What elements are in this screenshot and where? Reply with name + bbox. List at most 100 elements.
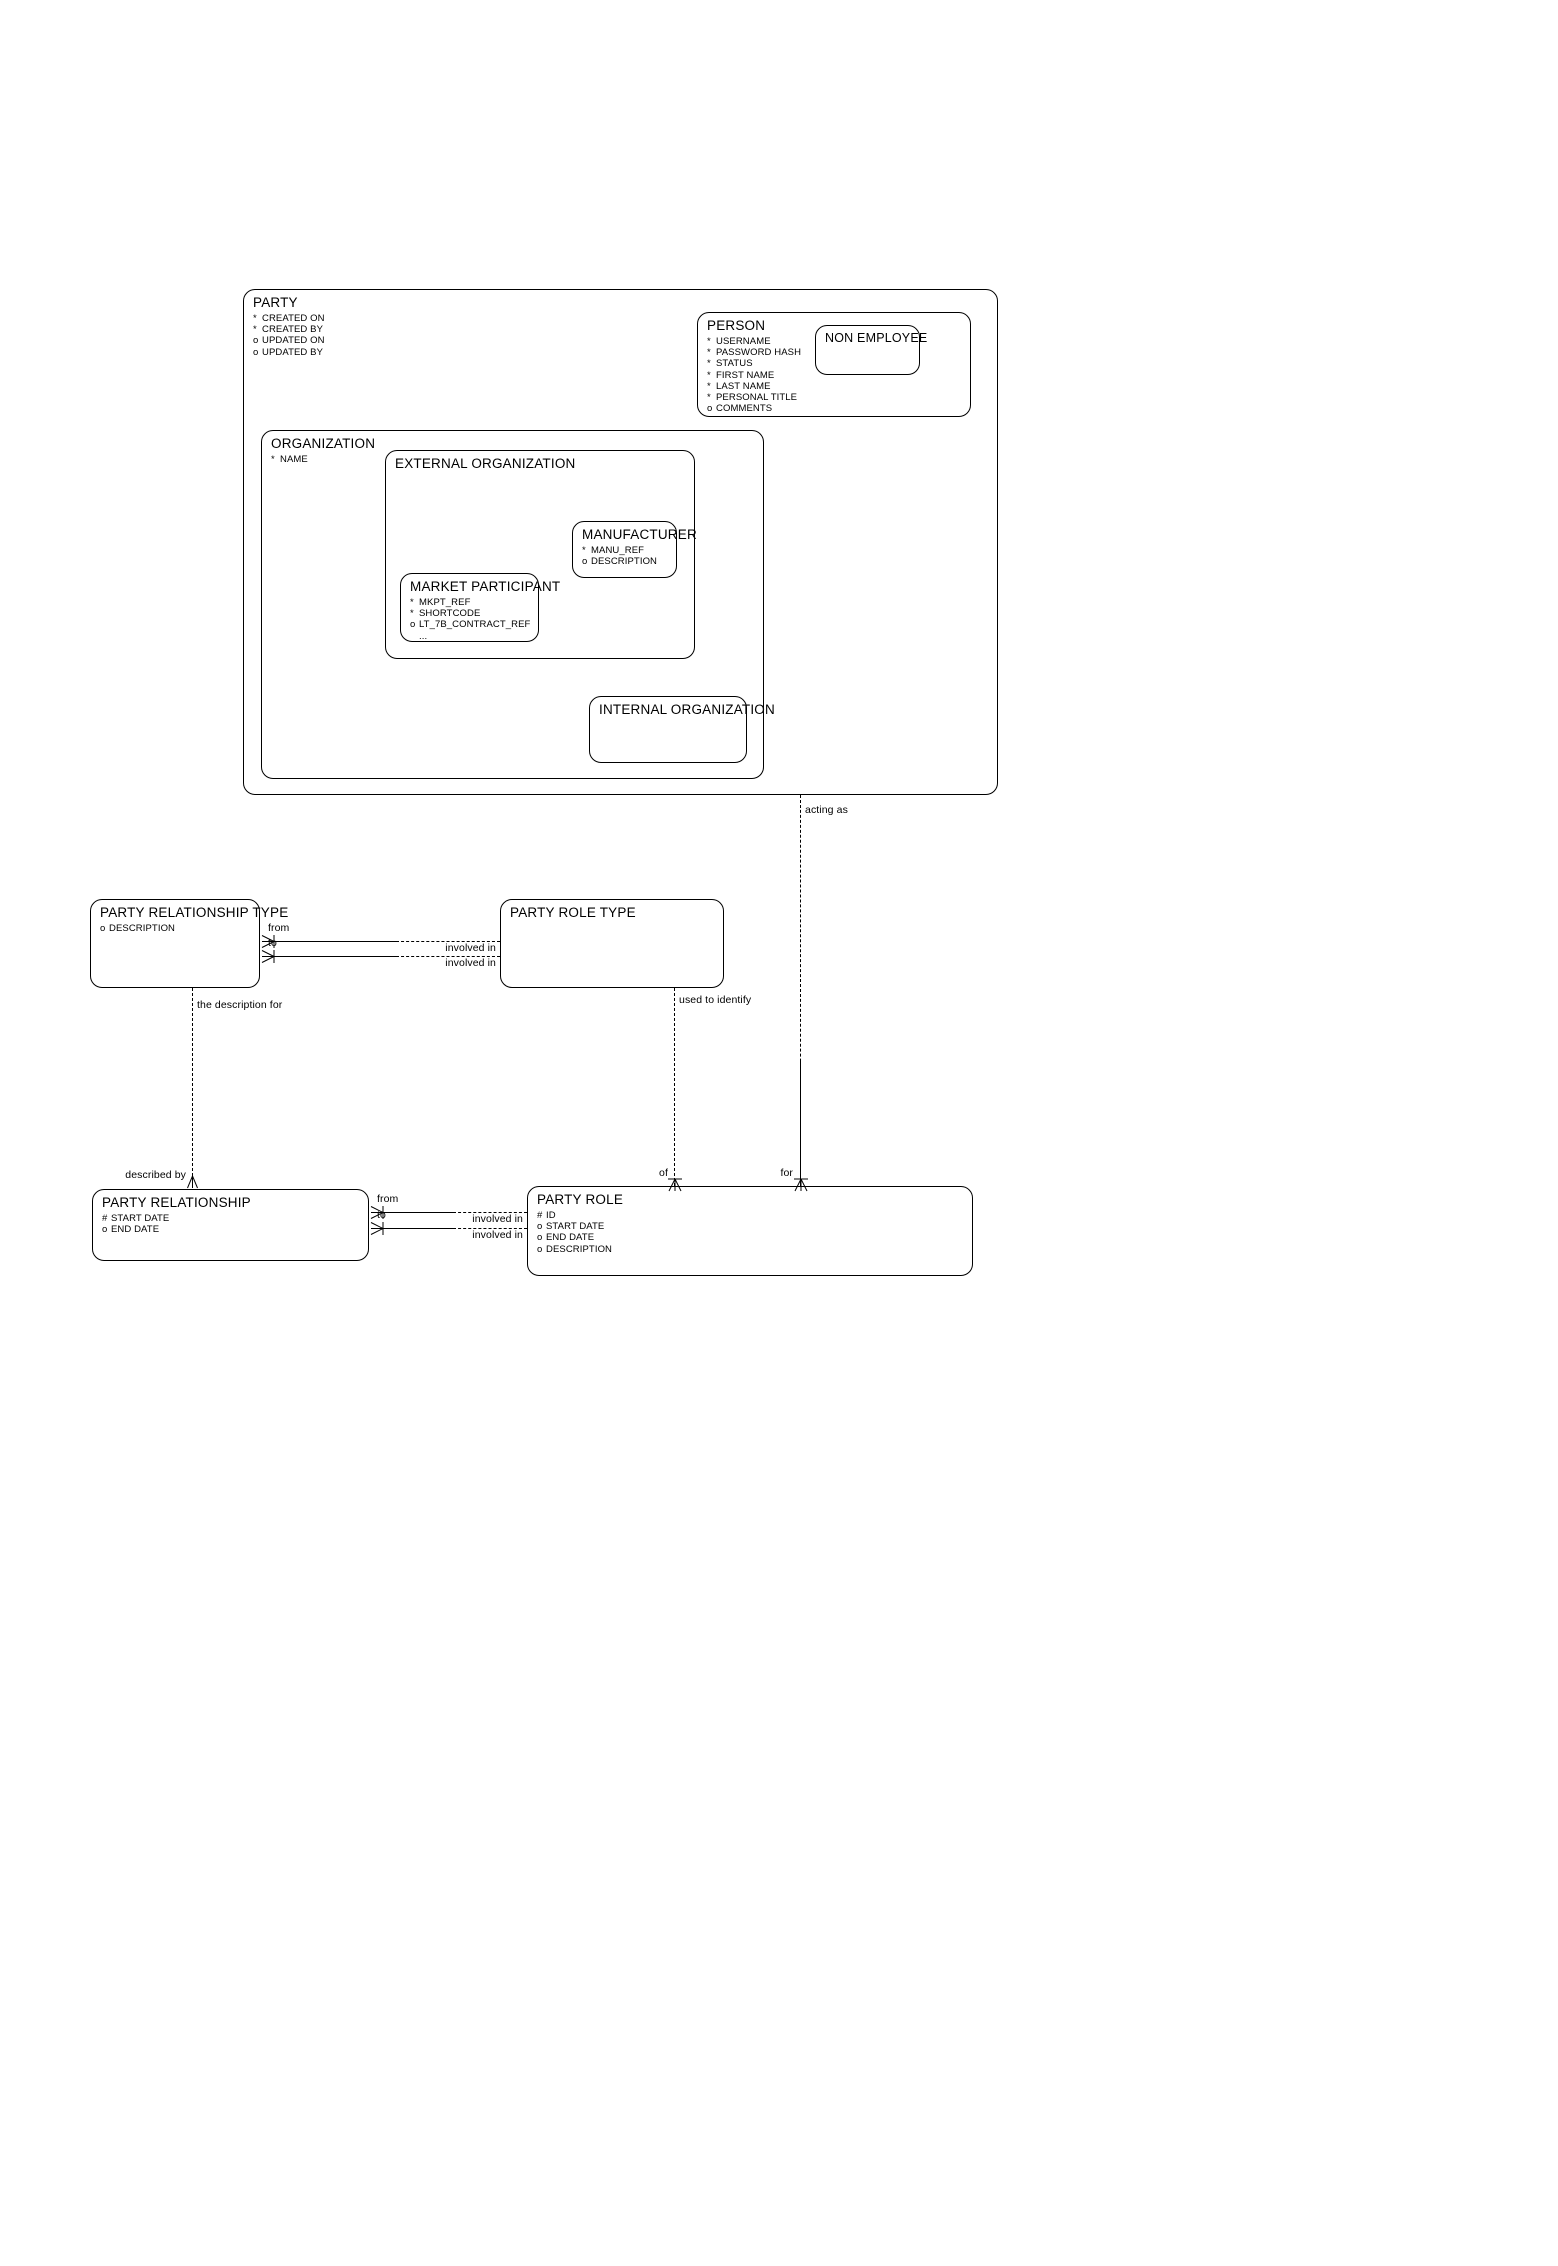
attribute-marker: o [707,403,713,415]
entity-non-employee-name: NON EMPLOYEE [825,331,928,345]
attribute-label: CREATED BY [262,324,324,336]
relationship-line-pr-from-dashed [453,1212,527,1213]
entity-internal-organization-name: INTERNAL ORGANIZATION [599,702,775,717]
attribute-label: MANU_REF [591,545,645,556]
relationship-label-pr-involved-in-2: involved in [472,1229,523,1241]
entity-organization-attributes: *NAME [271,454,308,465]
attribute-label: END DATE [111,1224,160,1236]
attribute-marker: * [707,392,711,404]
attribute-marker: * [253,324,257,336]
attribute-row: * STATUS [707,358,801,369]
attribute-marker: o [410,619,416,631]
crowsfoot-pr-to [369,1220,385,1237]
attribute-label: UPDATED ON [262,335,325,347]
relationship-label-pr-to: to [377,1209,386,1221]
attribute-marker: # [537,1210,543,1221]
entity-organization[interactable]: ORGANIZATION *NAME [261,430,764,779]
entity-party-relationship-type-name: PARTY RELATIONSHIP TYPE [100,905,289,920]
attribute-row: *FIRST NAME [707,370,801,381]
relationship-label-used-to-identify: used to identify [679,994,752,1006]
attribute-label: NAME [280,454,308,465]
attribute-label: SHORTCODE [419,608,481,620]
attribute-row: *USERNAME [707,336,801,347]
relationship-label-described-by: described by [125,1169,186,1181]
relationship-line-prt-to-solid [266,956,396,957]
crowsfoot-of [662,1177,688,1193]
relationship-label-prt-involved-in-2: involved in [445,957,496,969]
attribute-row: *CREATED ON [253,313,325,324]
attribute-marker: o [253,335,259,347]
attribute-marker: * [410,597,414,608]
relationship-label-the-description-for: the description for [197,999,283,1011]
attribute-marker: o [537,1221,543,1233]
attribute-row: *NAME [271,454,308,465]
attribute-row: *MANU_REF [582,545,657,556]
attribute-marker: # [102,1213,108,1224]
entity-organization-name: ORGANIZATION [271,436,376,451]
entity-market-participant-name: MARKET PARTICIPANT [410,579,561,594]
entity-non-employee[interactable]: NON EMPLOYEE [815,325,927,375]
attribute-label: ... [419,630,428,642]
attribute-marker: o [253,346,259,358]
entity-person[interactable]: PERSON *USERNAME *PASSWORD HASH *STATUS … [697,312,971,417]
attribute-row: * CREATED BY [253,324,325,335]
attribute-row: ... [410,631,530,642]
attribute-label: USERNAME [716,336,771,347]
attribute-marker: * [707,347,711,359]
relationship-line-pr-from-solid [375,1212,453,1213]
attribute-marker: o [537,1232,543,1244]
entity-party-name: PARTY [253,295,298,310]
relationship-label-acting-as: acting as [805,804,848,816]
attribute-label: END DATE [546,1232,595,1244]
relationship-line-pr-to-solid [375,1228,453,1229]
arrow-described-by [185,1175,201,1190]
relationship-label-prt-to: to [268,937,277,949]
attribute-marker: o [100,923,106,934]
attribute-marker: o [537,1243,543,1255]
attribute-marker: * [707,358,711,370]
attribute-marker: * [253,313,257,324]
entity-party-role-name: PARTY ROLE [537,1192,624,1207]
attribute-label: STATUS [716,358,753,370]
crowsfoot-for [788,1177,814,1193]
crowsfoot-pr-from [369,1204,385,1221]
relationship-label-pr-from: from [377,1193,399,1205]
relationship-label-prt-from: from [268,922,290,934]
relationship-label-pr-involved-in-1: involved in [472,1213,523,1225]
relationship-label-of: of [659,1167,668,1179]
relationship-label-prt-involved-in-1: involved in [445,942,496,954]
attribute-label: DESCRIPTION [109,923,176,934]
attribute-label: DESCRIPTION [546,1243,613,1255]
entity-party-role-type-name: PARTY ROLE TYPE [510,905,636,920]
attribute-row: #ID [537,1210,612,1221]
entity-external-organization[interactable]: EXTERNAL ORGANIZATION [385,450,695,659]
entity-manufacturer-name: MANUFACTURER [582,527,697,542]
attribute-label: PASSWORD HASH [716,347,802,359]
entity-party-role-type[interactable]: PARTY ROLE TYPE [500,899,724,988]
relationship-line-prt-from-solid [266,941,396,942]
attribute-row: *SHORTCODE [410,608,530,619]
entity-internal-organization[interactable]: INTERNAL ORGANIZATION [589,696,775,763]
entity-market-participant[interactable]: MARKET PARTICIPANT *MKPT_REF *SHORTCODE … [400,573,560,642]
entity-person-name: PERSON [707,318,766,333]
attribute-row: *PERSONAL TITLE [707,392,801,403]
entity-person-attributes: *USERNAME *PASSWORD HASH *STATUS *FIRST … [707,336,801,414]
attribute-label: LAST NAME [716,380,771,392]
relationship-line-pr-to-dashed [453,1228,527,1229]
attribute-label: ID [546,1210,556,1221]
